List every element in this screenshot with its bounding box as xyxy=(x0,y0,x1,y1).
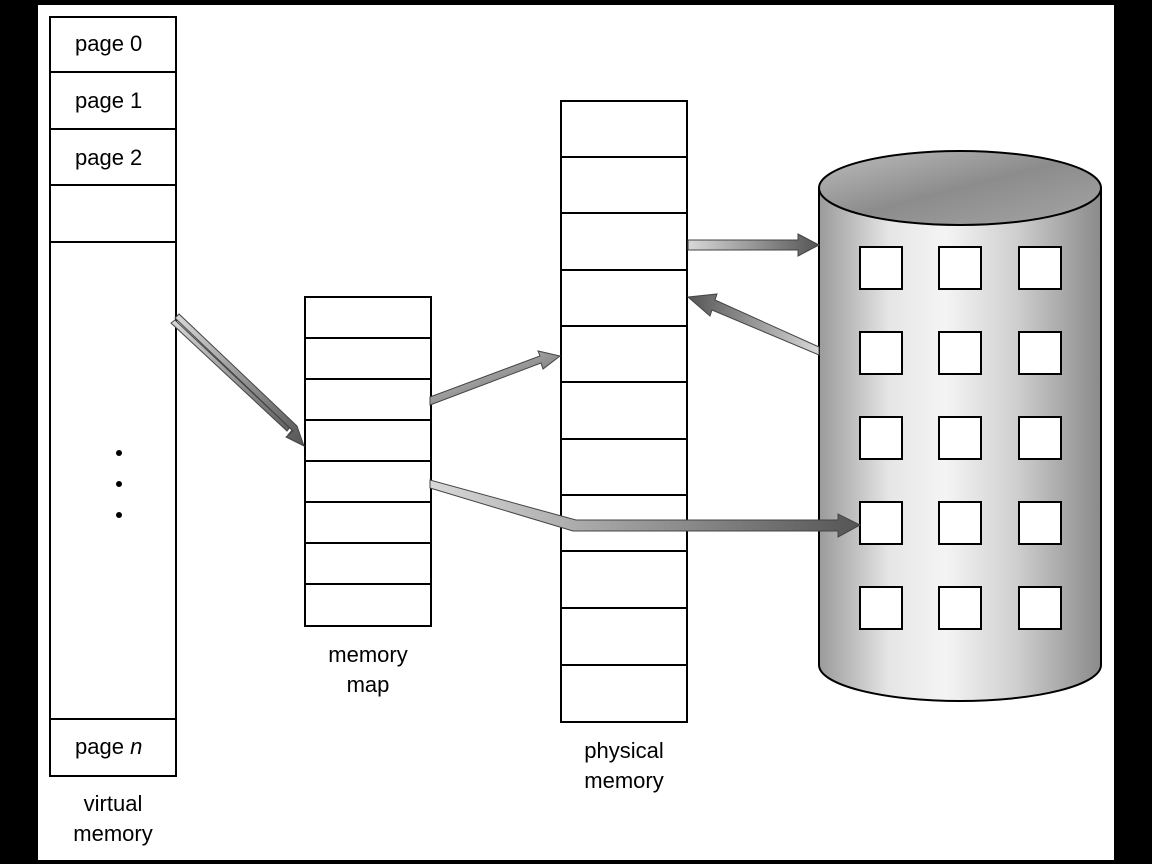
vm-page-n: page n xyxy=(75,734,142,760)
disk-block xyxy=(938,586,982,630)
diagram-svg xyxy=(49,16,1102,777)
ellipsis-dot xyxy=(116,450,122,456)
memory-map-label: memory map xyxy=(293,640,443,700)
virtual-memory-label: virtual memory xyxy=(38,789,188,849)
vm-page-0: page 0 xyxy=(75,31,143,56)
disk-block xyxy=(938,246,982,290)
disk-block xyxy=(938,331,982,375)
arrow-map-to-disk xyxy=(429,479,862,538)
memory-map-label-line2: map xyxy=(346,672,390,697)
disk-block xyxy=(1018,246,1062,290)
vm-page-n-var: n xyxy=(130,734,143,759)
disk-block xyxy=(859,416,903,460)
disk-block xyxy=(1018,501,1062,545)
diagram-canvas: page 0 page 1 page 2 page n virtual memo… xyxy=(38,5,1114,860)
virtual-memory-column xyxy=(49,16,177,777)
disk-block xyxy=(938,416,982,460)
physical-memory-label: physical memory xyxy=(549,736,699,796)
vm-page-1: page 1 xyxy=(75,88,143,113)
disk-block xyxy=(859,246,903,290)
disk-block xyxy=(1018,416,1062,460)
memory-map-column xyxy=(304,296,432,627)
disk-cylinder xyxy=(818,150,1102,702)
disk-block xyxy=(859,586,903,630)
vm-page-n-prefix: page xyxy=(75,734,131,759)
disk-block-grid xyxy=(859,246,1062,630)
virtual-memory-label-line2: memory xyxy=(73,821,153,846)
physical-memory-column xyxy=(560,100,688,723)
arrow-virtual-to-map xyxy=(170,313,305,447)
physical-memory-label-line2: memory xyxy=(584,768,664,793)
ellipsis-dot xyxy=(116,481,122,487)
vm-page-2: page 2 xyxy=(75,145,143,170)
disk-block xyxy=(859,331,903,375)
ellipsis-dot xyxy=(116,512,122,518)
disk-block xyxy=(938,501,982,545)
disk-block xyxy=(1018,586,1062,630)
physical-memory-label-line1: physical xyxy=(584,738,664,763)
disk-block xyxy=(859,501,903,545)
memory-map-label-line1: memory xyxy=(328,642,408,667)
arrow-physical-to-disk xyxy=(687,233,821,257)
arrow-disk-to-physical xyxy=(686,293,820,356)
arrow-map-to-physical xyxy=(429,350,562,406)
disk-block xyxy=(1018,331,1062,375)
virtual-memory-label-line1: virtual xyxy=(83,791,143,816)
